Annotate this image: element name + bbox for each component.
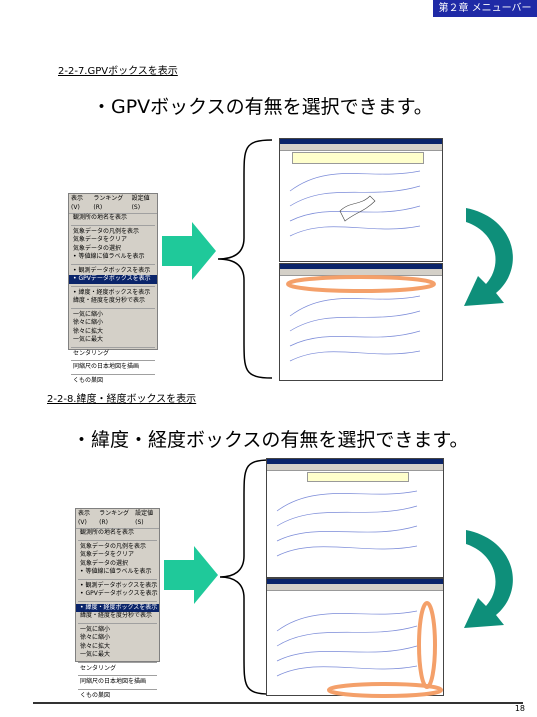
menu-separator xyxy=(71,285,155,287)
right-arrow-icon xyxy=(164,546,218,604)
menu-bar-item[interactable]: ランキング(R) xyxy=(99,510,129,526)
map-screenshot-top-1 xyxy=(279,138,443,262)
menu-item[interactable]: 気象データの凡例を表示 xyxy=(80,542,147,550)
highlight-oval-horizontal xyxy=(327,682,443,698)
section-title-latlon: 2-2-8.緯度・経度ボックスを表示 xyxy=(47,394,197,405)
menu-item[interactable]: くもの巣図 xyxy=(80,691,111,699)
menu-separator xyxy=(71,360,155,361)
menu-item[interactable]: 緯度・経度を度分秒で表示 xyxy=(73,297,146,304)
chapter-tab: 第２章 メニューバー xyxy=(433,0,537,17)
heading-gpv: ・GPVボックスの有無を選択できます。 xyxy=(92,96,433,118)
view-menu-gpv: 表示(V) ランキング(R) 設定値(S) 観測所の地名を表示気象データの凡例を表示… xyxy=(68,193,158,384)
menu-separator xyxy=(71,263,155,265)
menu-separator xyxy=(78,600,157,602)
menu-item[interactable]: 一気に縮小 xyxy=(80,625,111,633)
menu-item[interactable]: 一気に最大 xyxy=(80,651,111,658)
menu-item[interactable]: 徐々に拡大 xyxy=(73,327,104,335)
heading-latlon: ・緯度・経度ボックスの有無を選択できます。 xyxy=(72,429,469,451)
menu-separator xyxy=(78,661,157,663)
view-menu-latlon: 表示(V) ランキング(R) 設定値(S) 観測所の地名を表示気象データの凡例を表示… xyxy=(75,508,160,699)
map-screenshot-bottom-2 xyxy=(266,578,444,696)
menu-separator xyxy=(78,688,157,690)
menu-item[interactable]: センタリング xyxy=(73,349,110,357)
menu-bar-item[interactable]: 表示(V) xyxy=(78,510,91,526)
menu-item[interactable]: センタリング xyxy=(80,664,117,672)
menu-bar-item[interactable]: ランキング(R) xyxy=(93,195,124,211)
menu-bar-item[interactable]: 設定値(S) xyxy=(131,195,150,211)
brace-icon xyxy=(219,459,271,695)
menu-bar-item[interactable]: 表示(V) xyxy=(71,195,84,211)
menu-item[interactable]: 観測所の地名を表示 xyxy=(80,529,135,536)
page-number: 18 xyxy=(514,704,525,713)
menu-separator xyxy=(71,307,155,309)
menu-item[interactable]: 一気に最大 xyxy=(73,336,104,343)
footer-rule xyxy=(33,702,523,704)
menu-item[interactable]: 気象データの凡例を表示 xyxy=(73,227,140,235)
highlight-oval-vertical xyxy=(417,601,437,689)
section-title-gpv: 2-2-7.GPVボックスを表示 xyxy=(58,66,178,77)
menu-item[interactable]: • 緯度・経度ボックスを表示 xyxy=(76,603,159,612)
menu-separator xyxy=(78,675,157,676)
menu-bar: 表示(V) ランキング(R) 設定値(S) xyxy=(69,194,157,214)
menu-item[interactable]: • GPVデータボックスを表示 xyxy=(80,590,158,597)
menu-item[interactable]: 徐々に拡大 xyxy=(80,642,111,650)
menu-item[interactable]: 同縮尺の日本地図を描画 xyxy=(80,678,147,685)
menu-separator xyxy=(78,578,157,580)
menu-item[interactable]: 気象データの選択 xyxy=(73,244,122,252)
menu-item[interactable]: • 等値線に値ラベルを表示 xyxy=(73,253,145,260)
brace-icon xyxy=(217,139,273,379)
menu-separator xyxy=(78,622,157,624)
menu-separator xyxy=(78,539,157,541)
menu-item[interactable]: • 等値線に値ラベルを表示 xyxy=(80,568,152,575)
menu-item[interactable]: 気象データの選択 xyxy=(80,559,129,567)
menu-separator xyxy=(71,224,155,226)
menu-item[interactable]: • GPVデータボックスを表示 xyxy=(69,275,157,284)
right-arrow-icon xyxy=(162,222,216,280)
map-screenshot-bottom-1 xyxy=(266,458,444,578)
menu-separator xyxy=(71,373,155,375)
menu-item[interactable]: 気象データをクリア xyxy=(73,236,128,243)
curved-arrow-icon xyxy=(464,530,513,628)
menu-separator xyxy=(71,346,155,348)
menu-item[interactable]: • 観測データボックスを表示 xyxy=(80,581,158,589)
menu-item[interactable]: • 観測データボックスを表示 xyxy=(73,266,151,274)
menu-item[interactable]: 徐々に縮小 xyxy=(73,319,104,326)
menu-item[interactable]: くもの巣図 xyxy=(73,376,104,384)
menu-item[interactable]: 同縮尺の日本地図を描画 xyxy=(73,363,140,370)
menu-item[interactable]: 緯度・経度を度分秒で表示 xyxy=(80,612,153,619)
menu-item[interactable]: • 緯度・経度ボックスを表示 xyxy=(73,288,151,296)
highlight-oval xyxy=(286,275,436,293)
menu-item[interactable]: 観測所の地名を表示 xyxy=(73,214,128,221)
menu-item[interactable]: 気象データをクリア xyxy=(80,551,135,558)
curved-arrow-icon xyxy=(464,208,513,306)
menu-bar-item[interactable]: 設定値(S) xyxy=(135,510,154,526)
menu-bar: 表示(V) ランキング(R) 設定値(S) xyxy=(76,509,159,529)
menu-item[interactable]: 一気に縮小 xyxy=(73,310,104,318)
menu-item[interactable]: 徐々に縮小 xyxy=(80,634,111,641)
